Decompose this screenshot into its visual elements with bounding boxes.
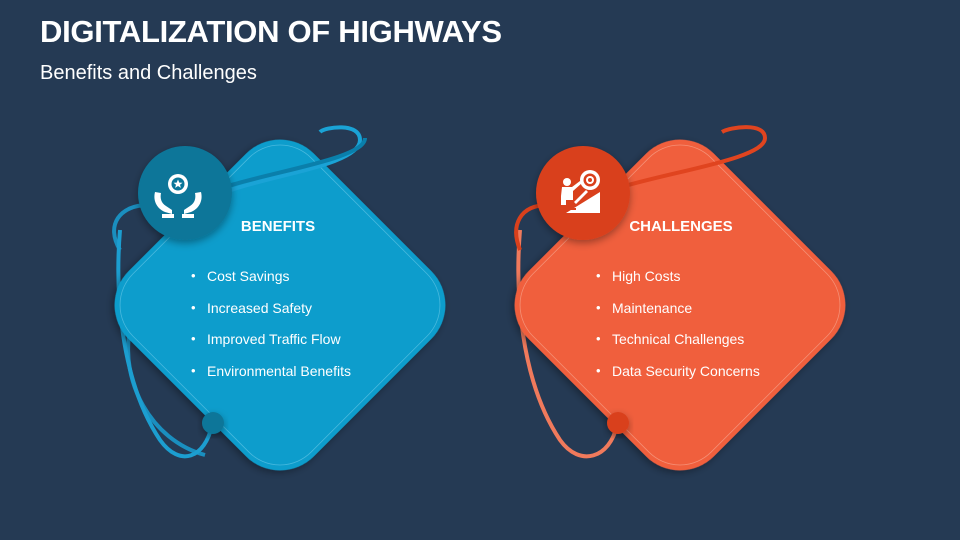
challenges-arc-top <box>624 125 768 188</box>
page-title: DIGITALIZATION OF HIGHWAYS <box>40 14 502 49</box>
benefits-knob <box>202 412 224 434</box>
hands-holding-badge-icon <box>154 174 202 218</box>
challenges-list: High Costs Maintenance Technical Challen… <box>596 267 760 393</box>
list-item: Increased Safety <box>191 299 351 331</box>
person-pushing-gear-uphill-icon <box>561 170 600 213</box>
challenges-knob <box>607 412 629 434</box>
list-item: Data Security Concerns <box>596 362 760 394</box>
list-item: Technical Challenges <box>596 330 760 362</box>
benefits-list: Cost Savings Increased Safety Improved T… <box>191 267 351 393</box>
list-item: Cost Savings <box>191 267 351 299</box>
list-item: Environmental Benefits <box>191 362 351 394</box>
challenges-loop-lower <box>516 229 619 459</box>
benefits-icon-circle <box>138 146 232 240</box>
list-item: High Costs <box>596 267 760 299</box>
challenges-heading: CHALLENGES <box>629 218 733 235</box>
list-item: Maintenance <box>596 299 760 331</box>
benefits-heading: BENEFITS <box>240 218 316 235</box>
list-item: Improved Traffic Flow <box>191 330 351 362</box>
page-subtitle: Benefits and Challenges <box>40 62 257 84</box>
benefits-loop-lower <box>116 229 214 459</box>
